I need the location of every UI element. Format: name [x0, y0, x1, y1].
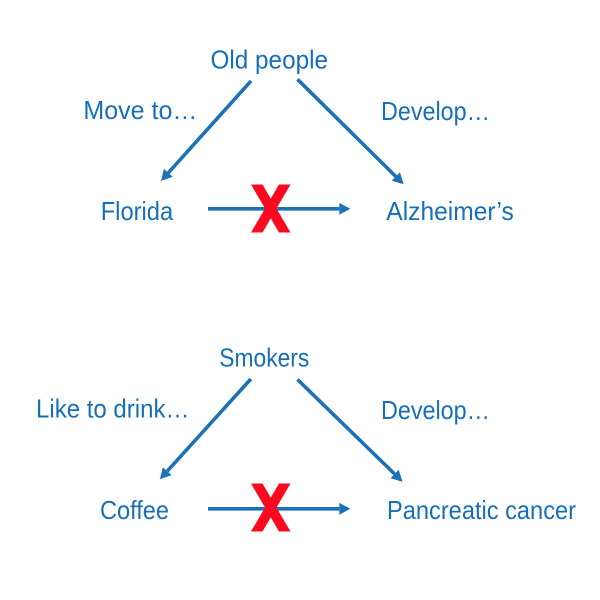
- svg-text:Coffee: Coffee: [100, 495, 169, 525]
- svg-text:Like to drink…: Like to drink…: [36, 394, 190, 424]
- svg-text:Develop…: Develop…: [381, 395, 490, 425]
- svg-text:Smokers: Smokers: [219, 343, 309, 373]
- svg-text:Alzheimer’s: Alzheimer’s: [386, 196, 514, 226]
- svg-text:Move to…: Move to…: [83, 95, 197, 125]
- svg-text:Develop…: Develop…: [381, 96, 490, 126]
- svg-text:Pancreatic cancer: Pancreatic cancer: [387, 495, 576, 525]
- svg-text:Old people: Old people: [211, 45, 329, 75]
- svg-text:Florida: Florida: [101, 196, 174, 226]
